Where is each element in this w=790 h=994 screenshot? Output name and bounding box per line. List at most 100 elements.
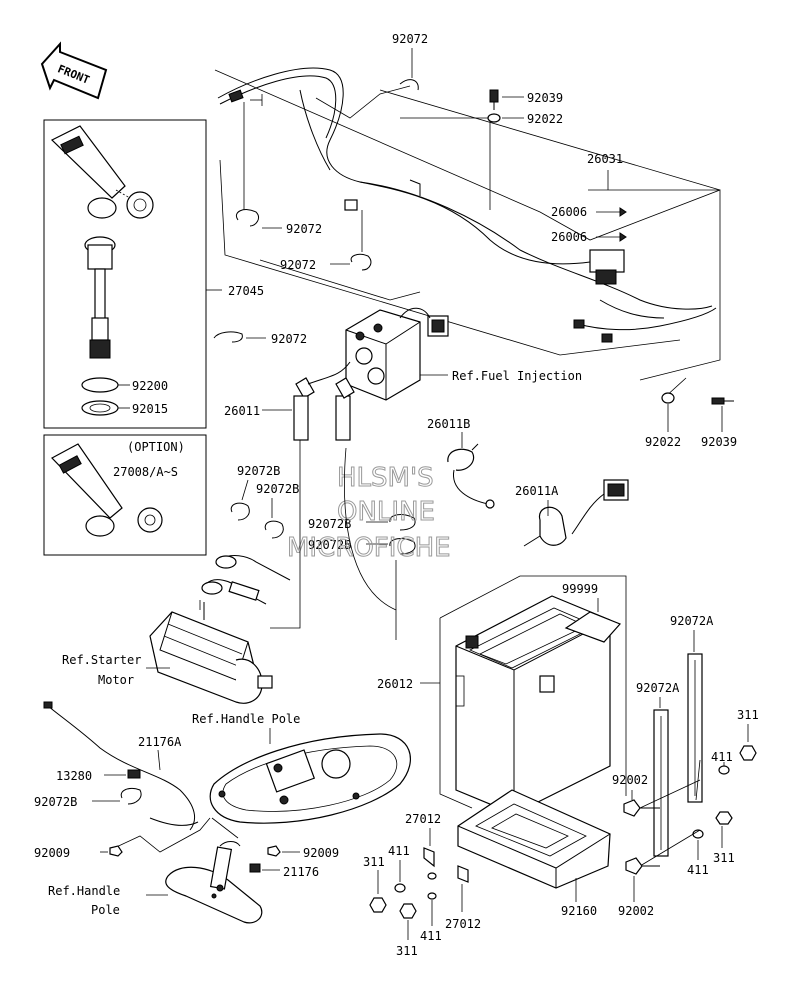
- label-27008: 27008/A~S: [113, 465, 178, 479]
- option-key-fob-icon: [51, 443, 163, 537]
- label-92072B-e: 92072B: [34, 795, 77, 809]
- label-411-b: 411: [687, 863, 709, 877]
- handle-pole-icon: [209, 733, 411, 824]
- label-21176: 21176: [283, 865, 319, 879]
- bolt-92002-b-icon: [625, 857, 660, 875]
- cable-21176A-icon: [47, 705, 196, 831]
- clamp-13280-icon: [127, 769, 141, 779]
- label-99999: 99999: [562, 582, 598, 596]
- label-92039-top: 92039: [527, 91, 563, 105]
- label-27012-a: 27012: [405, 812, 441, 826]
- plug-cap-26011-icon: [293, 361, 355, 441]
- label-92072-c: 92072: [280, 258, 316, 272]
- label-411-c: 411: [420, 929, 442, 943]
- label-311-c: 311: [396, 944, 418, 958]
- bolt-92009-b-icon: [267, 845, 281, 857]
- label-92072-d: 92072: [271, 332, 307, 346]
- plug-cap-26011A-icon: [523, 479, 629, 547]
- starter-cable-end-b: [201, 581, 223, 595]
- label-26012: 26012: [377, 677, 413, 691]
- label-ref-handle-2: Pole: [91, 903, 120, 917]
- label-ref-handle-1: Ref.Handle: [48, 884, 120, 898]
- clip-92072B-d-icon: [389, 538, 416, 555]
- label-92072B-a: 92072B: [237, 464, 280, 478]
- key-fob-icon: [50, 125, 154, 219]
- label-ref-starter-1: Ref.Starter: [62, 653, 141, 667]
- starter-cable-end-a: [215, 555, 237, 569]
- ignition-coil-icon: [345, 307, 449, 401]
- bracket-27012-b-icon: [457, 865, 469, 883]
- washer-411-c-icon: [427, 872, 437, 880]
- clip-92072-c-icon: [350, 253, 372, 271]
- label-92072-b: 92072: [286, 222, 322, 236]
- label-92022-right: 92022: [645, 435, 681, 449]
- label-92072A-a: 92072A: [670, 614, 714, 628]
- clip-92072-d-icon: [213, 331, 243, 343]
- label-92015: 92015: [132, 402, 168, 416]
- label-26006-a: 26006: [551, 205, 587, 219]
- nut-311-right-icon: [739, 745, 757, 761]
- washer-92022-right-icon: [661, 392, 675, 404]
- label-26011A: 26011A: [515, 484, 559, 498]
- label-92072B-d: 92072B: [308, 538, 351, 552]
- label-13280: 13280: [56, 769, 92, 783]
- bolt-92039-top-icon: [489, 89, 499, 110]
- label-92072B-c: 92072B: [308, 517, 351, 531]
- bolt-92039-right-icon: [711, 397, 734, 405]
- clip-92072B-e-icon: [120, 787, 142, 805]
- clip-92072B-b-icon: [264, 520, 284, 539]
- label-92002-a: 92002: [612, 773, 648, 787]
- washer-92200: [81, 377, 119, 393]
- battery-icon: [455, 595, 611, 815]
- label-27012-b: 27012: [445, 917, 481, 931]
- label-26031: 26031: [587, 152, 623, 166]
- option-label: (OPTION): [127, 440, 185, 454]
- main-wiring-harness: [217, 67, 717, 343]
- label-311-right: 311: [737, 708, 759, 722]
- strap-92072A-b-icon: [653, 709, 669, 857]
- battery-sticker-99999: [564, 611, 622, 643]
- label-26011: 26011: [224, 404, 260, 418]
- watermark: HLSM'S ONLINE MICROFICHE: [287, 463, 452, 564]
- label-411-right: 411: [711, 750, 733, 764]
- battery-tray-92160-icon: [457, 789, 611, 889]
- label-411-a: 411: [388, 844, 410, 858]
- label-92072-top: 92072: [392, 32, 428, 46]
- label-92200: 92200: [132, 379, 168, 393]
- plug-cap-26011B-icon: [447, 443, 495, 509]
- nut-311-c-icon: [399, 903, 417, 919]
- clip-92072-b-icon: [236, 209, 259, 227]
- front-arrow: FRONT: [40, 41, 108, 100]
- starter-motor-icon: [149, 602, 273, 704]
- bolt-92009-a-icon: [109, 845, 123, 857]
- washer-411-right-icon: [718, 765, 730, 775]
- nut-92015: [81, 400, 119, 416]
- label-92072B-b: 92072B: [256, 482, 299, 496]
- label-27045: 27045: [228, 284, 264, 298]
- label-ref-starter-2: Motor: [98, 673, 134, 687]
- label-92160: 92160: [561, 904, 597, 918]
- label-311-b: 311: [713, 851, 735, 865]
- clamp-21176-icon: [249, 863, 261, 873]
- nut-311-right-2-icon: [715, 811, 733, 825]
- bolt-92002-a-icon: [623, 799, 660, 817]
- label-92009-b: 92009: [303, 846, 339, 860]
- washer-411-a-icon: [394, 883, 406, 893]
- ignition-switch-icon: [84, 236, 116, 359]
- option-key-box: [43, 434, 207, 556]
- washer-92022-top-icon: [487, 113, 501, 123]
- label-ref-fuel-injection: Ref.Fuel Injection: [452, 369, 582, 383]
- handle-pole-lower-icon: [165, 841, 263, 924]
- strap-92072A-a-icon: [687, 653, 703, 803]
- label-26006-b: 26006: [551, 230, 587, 244]
- svg-text:HLSM'S: HLSM'S: [337, 463, 434, 493]
- label-92022-top: 92022: [527, 112, 563, 126]
- label-311-a: 311: [363, 855, 385, 869]
- clip-92072B-c-icon: [389, 514, 416, 531]
- clip-92072B-a-icon: [230, 502, 250, 521]
- label-92039-right: 92039: [701, 435, 737, 449]
- key-assembly-box: [43, 119, 207, 429]
- nut-311-a-icon: [369, 897, 387, 913]
